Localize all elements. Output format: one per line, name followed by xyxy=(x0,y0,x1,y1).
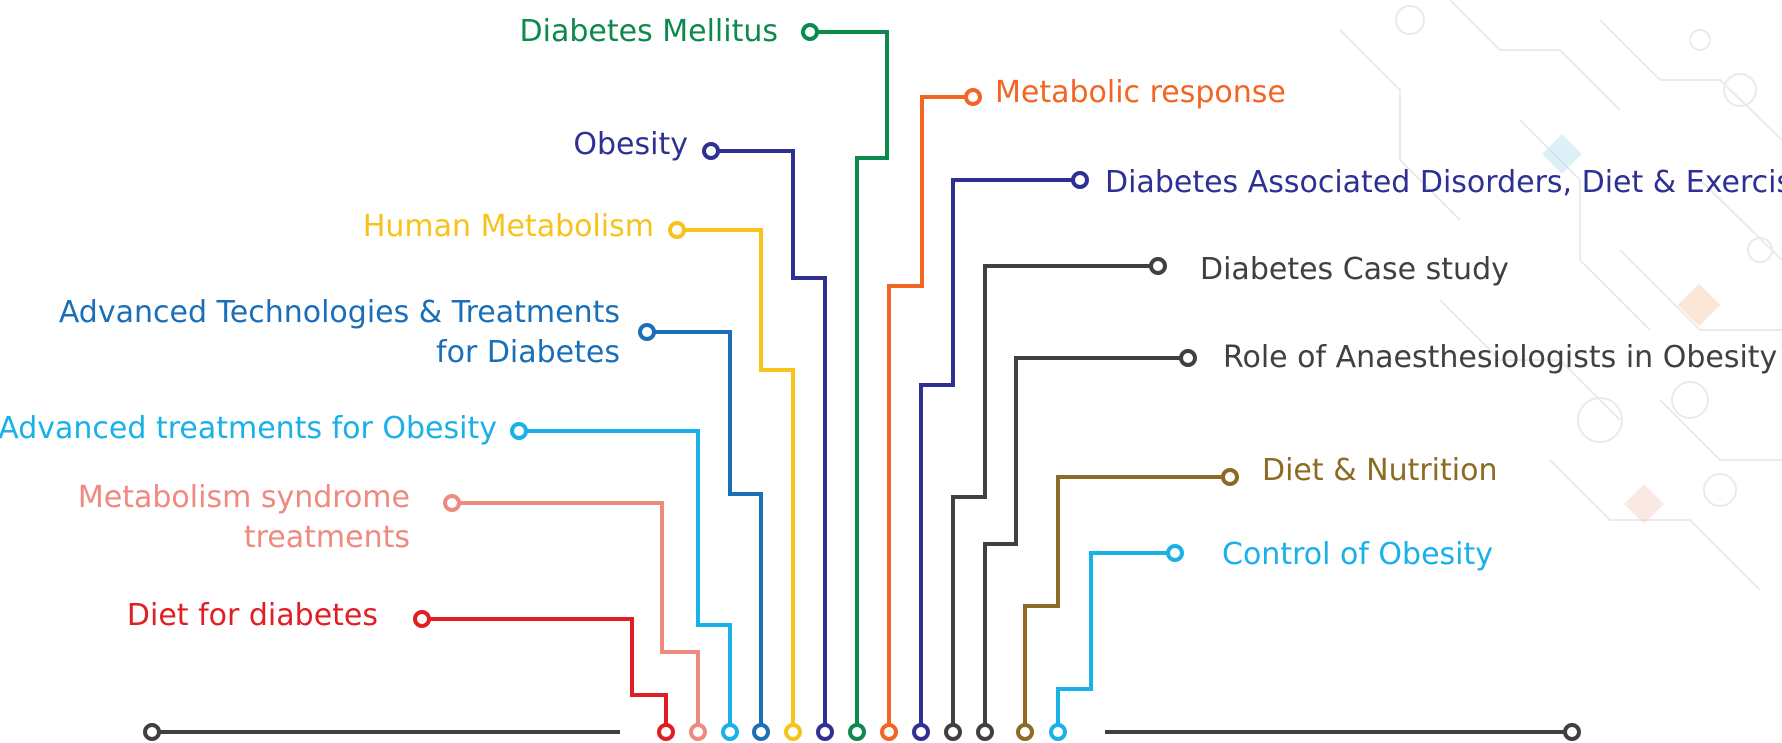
connector-advanced-technologies xyxy=(647,330,763,732)
end-node-diet-for-diabetes xyxy=(413,610,431,628)
connector-diabetes-case-study xyxy=(951,264,1158,732)
topic-label-advanced-technologies: Advanced Technologies & Treatments for Di… xyxy=(59,293,620,373)
topic-label-line2: treatments xyxy=(243,520,410,555)
connector-advanced-treatments-obesity xyxy=(519,429,732,732)
topic-label-line2: for Diabetes xyxy=(436,335,620,370)
connector-diabetes-associated-disorders xyxy=(919,178,1080,732)
end-node-diabetes-mellitus xyxy=(801,23,819,41)
end-node-diabetes-associated-disorders xyxy=(1071,171,1089,189)
connector-control-of-obesity xyxy=(1056,551,1175,732)
topic-label-metabolic-response: Metabolic response xyxy=(995,73,1286,113)
topic-label-line1: Human Metabolism xyxy=(362,209,654,244)
base-node-obesity xyxy=(816,723,834,741)
base-node-metabolism-syndrome xyxy=(689,723,707,741)
end-node-role-of-anaesthesiologists xyxy=(1179,349,1197,367)
base-node-role-of-anaesthesiologists xyxy=(976,723,994,741)
topic-label-line1: Advanced treatments for Obesity xyxy=(0,411,497,446)
base-node-diet-nutrition xyxy=(1016,723,1034,741)
end-node-obesity xyxy=(702,142,720,160)
connector-role-of-anaesthesiologists xyxy=(983,356,1188,732)
end-node-metabolism-syndrome xyxy=(443,494,461,512)
topic-label-control-of-obesity: Control of Obesity xyxy=(1222,535,1493,575)
baseline-right-end-dot xyxy=(1563,723,1581,741)
connector-diabetes-mellitus xyxy=(810,30,889,732)
topic-label-human-metabolism: Human Metabolism xyxy=(363,207,654,247)
topic-label-line1: Obesity xyxy=(573,127,688,162)
connector-metabolism-syndrome xyxy=(452,501,700,732)
topic-label-line1: Diabetes Case study xyxy=(1200,252,1509,287)
topic-label-line1: Role of Anaesthesiologists in Obesity xyxy=(1223,340,1778,375)
topic-label-diabetes-mellitus: Diabetes Mellitus xyxy=(520,12,778,52)
base-node-control-of-obesity xyxy=(1049,723,1067,741)
base-node-diabetes-case-study xyxy=(944,723,962,741)
topic-label-line1: Diabetes Associated Disorders, Diet & Ex… xyxy=(1105,165,1782,200)
topic-label-diabetes-case-study: Diabetes Case study xyxy=(1200,250,1509,290)
connector-obesity xyxy=(711,149,827,732)
end-node-human-metabolism xyxy=(668,221,686,239)
topic-label-diabetes-associated-disorders: Diabetes Associated Disorders, Diet & Ex… xyxy=(1105,163,1782,203)
end-node-advanced-technologies xyxy=(638,323,656,341)
topic-label-diet-nutrition: Diet & Nutrition xyxy=(1262,451,1497,491)
topic-label-line1: Control of Obesity xyxy=(1222,537,1494,572)
connector-human-metabolism xyxy=(677,228,795,732)
end-node-advanced-treatments-obesity xyxy=(510,422,528,440)
base-node-metabolic-response xyxy=(880,723,898,741)
end-node-control-of-obesity xyxy=(1166,544,1184,562)
end-node-diet-nutrition xyxy=(1221,468,1239,486)
baseline-left-end-dot xyxy=(143,723,161,741)
base-node-diet-for-diabetes xyxy=(657,723,675,741)
connector-diet-nutrition xyxy=(1023,475,1230,732)
topic-label-line1: Advanced Technologies & Treatments xyxy=(58,295,620,330)
base-node-advanced-technologies xyxy=(752,723,770,741)
base-node-advanced-treatments-obesity xyxy=(721,723,739,741)
end-node-diabetes-case-study xyxy=(1149,257,1167,275)
topic-label-obesity: Obesity xyxy=(573,125,688,165)
connector-metabolic-response xyxy=(887,95,973,732)
topic-label-role-of-anaesthesiologists: Role of Anaesthesiologists in Obesity xyxy=(1223,338,1777,378)
end-node-metabolic-response xyxy=(964,88,982,106)
topic-label-line1: Metabolism syndrome xyxy=(77,480,410,515)
topic-label-advanced-treatments-obesity: Advanced treatments for Obesity xyxy=(0,409,497,449)
topic-label-metabolism-syndrome: Metabolism syndrome treatments xyxy=(78,478,410,558)
topic-label-line1: Diabetes Mellitus xyxy=(519,14,778,49)
base-node-human-metabolism xyxy=(784,723,802,741)
base-node-diabetes-mellitus xyxy=(848,723,866,741)
topic-label-line1: Diet for diabetes xyxy=(126,598,378,633)
topic-label-line1: Diet & Nutrition xyxy=(1262,453,1498,488)
connector-diet-for-diabetes xyxy=(422,617,668,732)
topic-label-line1: Metabolic response xyxy=(995,75,1286,110)
base-node-diabetes-associated-disorders xyxy=(912,723,930,741)
topic-label-diet-for-diabetes: Diet for diabetes xyxy=(127,596,378,636)
